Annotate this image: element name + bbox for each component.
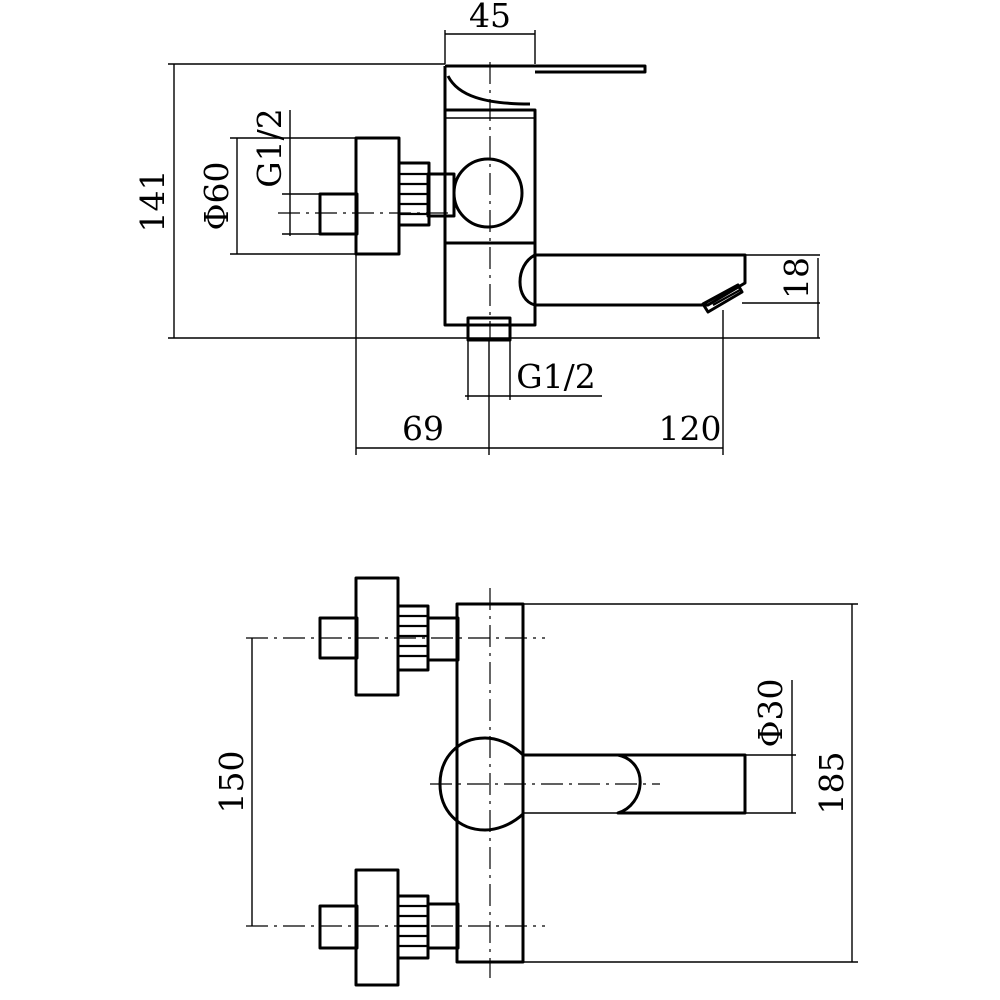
- dim-phi60: Φ60: [197, 137, 356, 255]
- dim-18-label: 18: [777, 257, 816, 299]
- dim-69-120: 69 120: [355, 255, 724, 455]
- side-view: 45: [133, 0, 820, 455]
- dim-g12-outlet: G1/2: [465, 340, 602, 400]
- dim-141: 141: [133, 63, 820, 339]
- lower-connector: [246, 868, 545, 987]
- dim-phi30: Φ30: [745, 678, 796, 814]
- top-body: [455, 588, 525, 978]
- dim-150-label: 150: [212, 751, 251, 814]
- dim-120-label: 120: [659, 409, 722, 448]
- dim-45-label: 45: [469, 0, 511, 35]
- dim-phi60-label: Φ60: [197, 161, 236, 230]
- dim-45: 45: [444, 0, 536, 64]
- upper-connector: [246, 576, 545, 697]
- dim-g12-inlet: G1/2: [250, 108, 320, 236]
- spout: [518, 253, 747, 314]
- top-handle: [430, 736, 747, 832]
- dim-141-label: 141: [133, 170, 172, 233]
- inlet-connector: [278, 136, 456, 256]
- dim-150: 150: [212, 638, 253, 926]
- top-view: 150 Φ30 185: [212, 576, 858, 987]
- dim-g12-inlet-label: G1/2: [250, 108, 289, 187]
- dim-phi30-label: Φ30: [751, 678, 790, 747]
- bottom-outlet: [466, 316, 512, 342]
- dim-69-label: 69: [402, 409, 444, 448]
- dim-185: 185: [523, 603, 858, 963]
- dim-18: 18: [742, 254, 820, 338]
- dim-g12-outlet-label: G1/2: [516, 357, 595, 396]
- lever-handle: [443, 62, 647, 340]
- dim-185-label: 185: [812, 752, 851, 815]
